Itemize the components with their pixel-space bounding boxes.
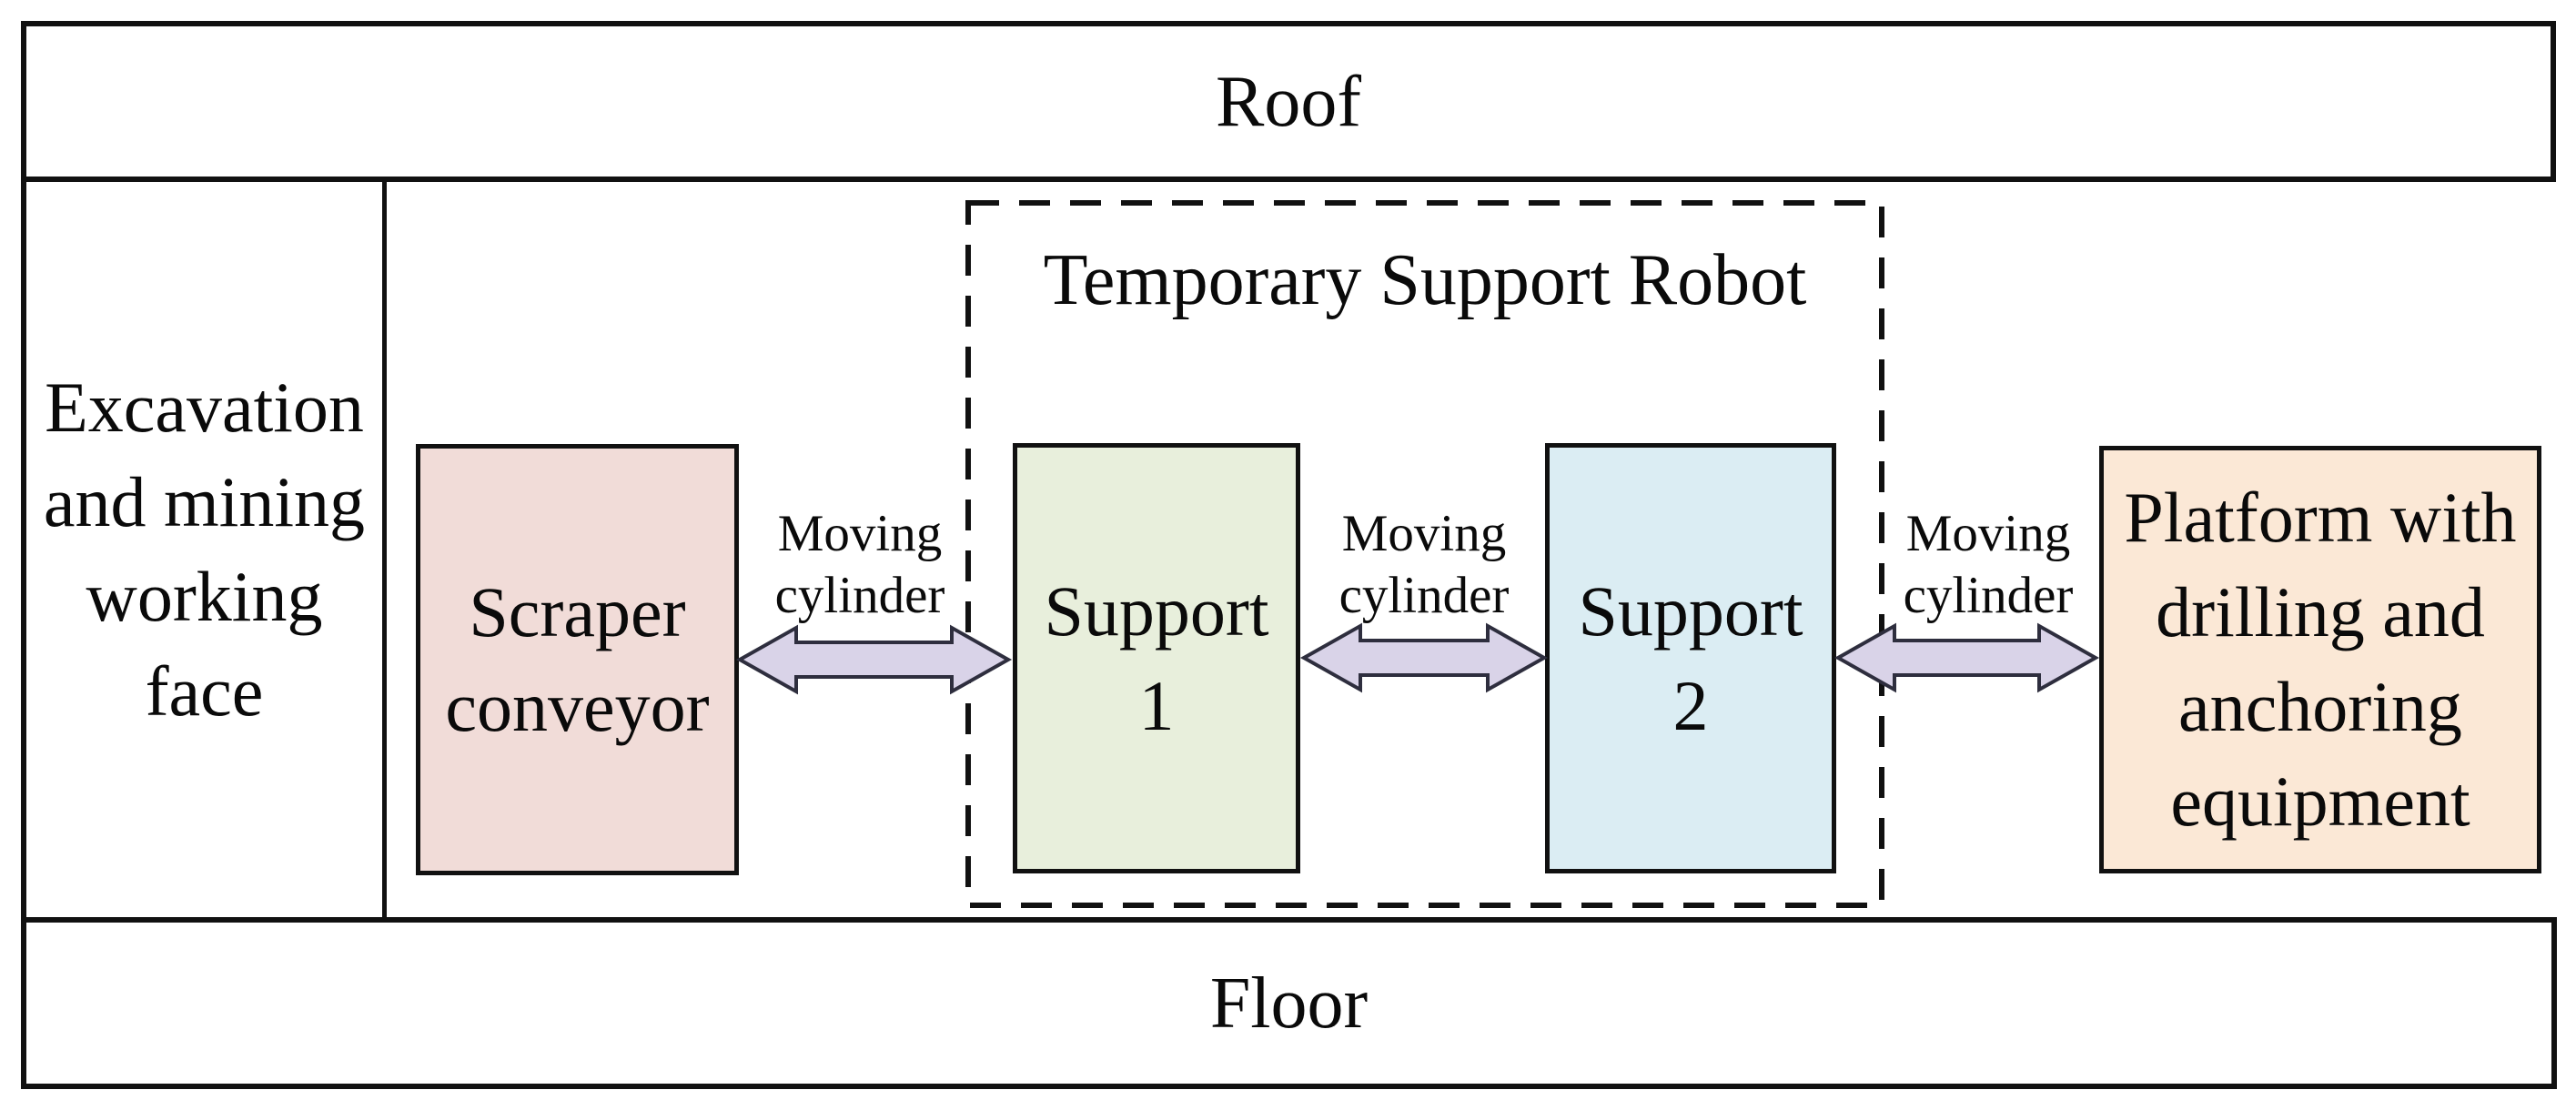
- working-face-box: Excavation and mining working face: [21, 182, 387, 917]
- floor-label: Floor: [1209, 963, 1369, 1044]
- moving-cylinder-arrow-1: [735, 624, 1013, 695]
- scraper-conveyor-label-line: conveyor: [445, 667, 710, 746]
- support-1-box: Support 1: [1013, 443, 1300, 873]
- support-1-label-line: 1: [1138, 665, 1175, 745]
- platform-label-line: Platform with: [2124, 478, 2517, 557]
- moving-cylinder-label-3: Moving cylinder: [1903, 505, 2074, 624]
- support-2-label-line: 2: [1672, 665, 1709, 745]
- working-face-line: and mining: [43, 462, 366, 541]
- support-2-box: Support 2: [1545, 443, 1836, 873]
- platform-label-line: drilling and: [2156, 572, 2485, 651]
- moving-cylinder-label-2: Moving cylinder: [1339, 505, 1510, 624]
- moving-cylinder-arrow-3: [1834, 622, 2100, 693]
- scraper-conveyor-box: Scraper conveyor: [416, 444, 739, 875]
- roof-box: Roof: [21, 21, 2556, 182]
- support-2-label-line: Support: [1578, 570, 1803, 651]
- temporary-support-robot-title: Temporary Support Robot: [1043, 240, 1807, 320]
- working-face-line: Excavation: [45, 368, 364, 447]
- floor-box: Floor: [21, 917, 2557, 1089]
- roof-label: Roof: [1216, 61, 1361, 142]
- working-face-line: working: [86, 557, 323, 636]
- working-face-line: face: [145, 651, 264, 731]
- platform-label-line: anchoring: [2178, 667, 2462, 746]
- support-1-label-line: Support: [1044, 570, 1269, 651]
- platform-label-line: equipment: [2170, 762, 2470, 841]
- moving-cylinder-arrow-2: [1299, 622, 1549, 693]
- scraper-conveyor-label-line: Scraper: [469, 572, 686, 651]
- platform-box: Platform with drilling and anchoring equ…: [2099, 446, 2541, 873]
- moving-cylinder-label-1: Moving cylinder: [774, 505, 945, 624]
